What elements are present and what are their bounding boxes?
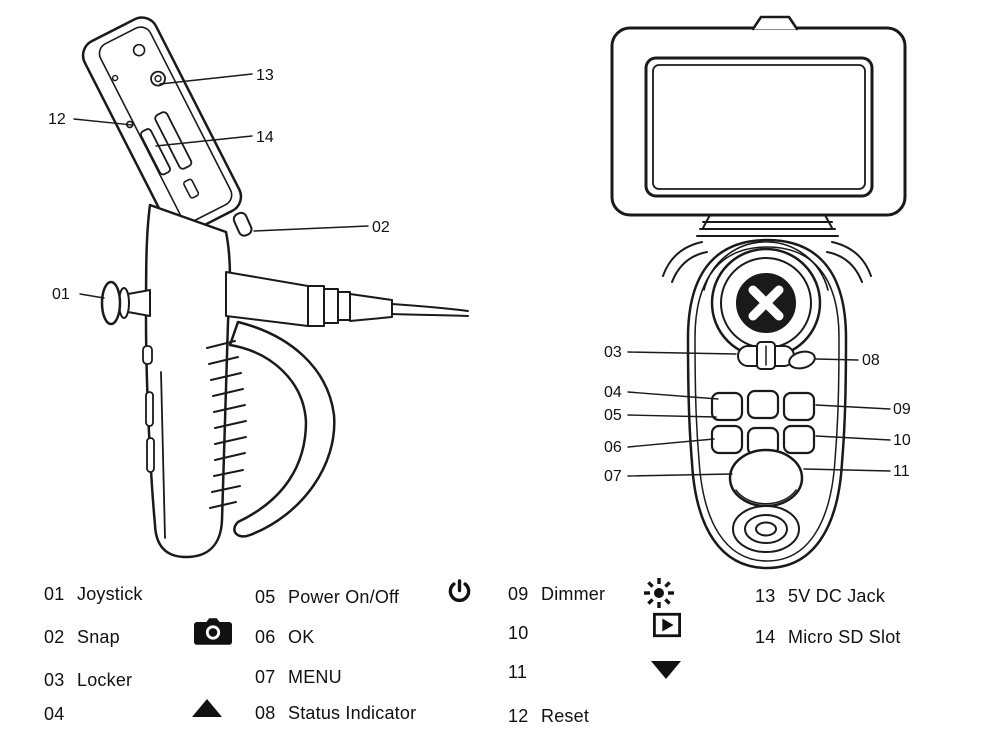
callout-05: 05 xyxy=(604,407,717,424)
front-view-diagram: 03 04 05 06 07 08 xyxy=(604,15,911,570)
legend-item-power: 05 Power On/Off xyxy=(255,587,399,608)
legend-num: 13 xyxy=(755,586,776,606)
callout-label: 07 xyxy=(604,468,622,485)
legend-label: 5V DC Jack xyxy=(788,586,886,606)
callout-label: 11 xyxy=(893,463,910,480)
neck xyxy=(662,221,872,283)
callout-label: 14 xyxy=(256,129,274,146)
callout-08: 08 xyxy=(815,352,880,369)
callout-label: 02 xyxy=(372,219,390,236)
legend-label: Power On/Off xyxy=(288,587,400,607)
button-grid xyxy=(710,389,816,457)
callout-06: 06 xyxy=(604,438,715,456)
micro-sd-slot xyxy=(139,128,171,176)
legend-num: 12 xyxy=(508,706,529,726)
callout-label: 10 xyxy=(893,432,911,449)
callout-label: 08 xyxy=(862,352,880,369)
legend-label: Micro SD Slot xyxy=(788,627,901,647)
legend-num: 07 xyxy=(255,667,276,687)
legend-item-up: 04 xyxy=(44,704,77,725)
callout-label: 09 xyxy=(893,401,911,418)
legend-item-snap: 02 Snap xyxy=(44,627,120,648)
legend-num: 03 xyxy=(44,670,65,690)
legend-label: Reset xyxy=(541,706,590,726)
legend-label: Snap xyxy=(77,627,120,647)
callout-01: 01 xyxy=(52,286,105,303)
legend-num: 14 xyxy=(755,627,776,647)
grip-hook xyxy=(228,320,336,538)
screw xyxy=(132,43,146,57)
legend-label: Locker xyxy=(77,670,133,690)
callout-13: 13 xyxy=(159,67,274,85)
screen xyxy=(652,64,866,190)
legend-item-sd-slot: 14 Micro SD Slot xyxy=(755,627,901,648)
legend-num: 10 xyxy=(508,623,529,643)
callout-14: 14 xyxy=(155,129,274,147)
callout-label: 13 xyxy=(256,67,274,84)
callout-02: 02 xyxy=(253,219,390,236)
legend-item-reset: 12 Reset xyxy=(508,706,589,727)
callout-10: 10 xyxy=(815,432,911,449)
side-view-diagram: 13 12 14 02 01 xyxy=(48,16,469,559)
callout-04: 04 xyxy=(604,384,719,401)
joystick-cap xyxy=(100,280,122,326)
handle-body xyxy=(142,203,232,559)
legend-num: 08 xyxy=(255,703,276,723)
legend-label: OK xyxy=(288,627,315,647)
callout-label: 05 xyxy=(604,407,622,424)
callout-03: 03 xyxy=(604,344,737,361)
legend-num: 09 xyxy=(508,584,529,604)
snap-button xyxy=(232,211,253,237)
locker-slider xyxy=(737,341,795,370)
legend-label: Joystick xyxy=(77,584,143,604)
legend-num: 01 xyxy=(44,584,65,604)
legend-item-dimmer: 09 Dimmer xyxy=(508,584,605,605)
legend-num: 04 xyxy=(44,704,65,724)
legend-label: MENU xyxy=(288,667,342,687)
speaker-rings xyxy=(732,505,800,553)
legend-num: 02 xyxy=(44,627,65,647)
legend-num: 11 xyxy=(508,662,528,682)
monitor xyxy=(610,15,907,229)
legend-item-play: 10 xyxy=(508,623,541,644)
callout-12: 12 xyxy=(48,111,133,128)
legend-item-ok: 06 OK xyxy=(255,627,314,648)
callout-11: 11 xyxy=(803,463,910,480)
left-callouts: 13 12 14 02 01 xyxy=(48,67,390,303)
menu-button xyxy=(728,448,804,508)
legend-num: 06 xyxy=(255,627,276,647)
legend-item-locker: 03 Locker xyxy=(44,670,132,691)
legend-label: Dimmer xyxy=(541,584,606,604)
control-dial xyxy=(703,241,829,359)
legend-num: 05 xyxy=(255,587,276,607)
grip-ridges xyxy=(206,340,247,509)
callout-label: 06 xyxy=(604,439,622,456)
legend-item-menu: 07 MENU xyxy=(255,667,342,688)
cable-connector xyxy=(225,271,469,327)
callout-label: 03 xyxy=(604,344,622,361)
status-indicator xyxy=(788,350,816,370)
callout-label: 04 xyxy=(604,384,622,401)
callout-label: 12 xyxy=(48,111,66,128)
legend-item-status: 08 Status Indicator xyxy=(255,703,416,724)
card-slot xyxy=(154,111,193,170)
legend-item-dc-jack: 13 5V DC Jack xyxy=(755,586,885,607)
callout-label: 01 xyxy=(52,286,70,303)
right-callouts: 03 04 05 06 07 08 xyxy=(604,344,911,485)
legend-item-joystick: 01 Joystick xyxy=(44,584,143,605)
legend-item-down: 11 xyxy=(508,662,541,683)
callout-07: 07 xyxy=(604,468,733,485)
joystick xyxy=(100,280,151,326)
callout-09: 09 xyxy=(815,401,911,418)
legend-label: Status Indicator xyxy=(288,703,417,723)
top-panel xyxy=(81,16,243,236)
